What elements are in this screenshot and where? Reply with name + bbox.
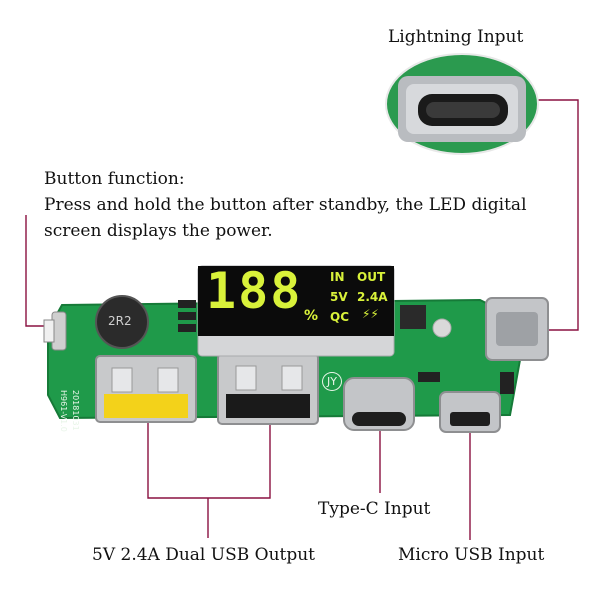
micro-usb-input-label: Micro USB Input [398, 545, 545, 565]
callout-line-dual-usb-bracket [147, 410, 271, 499]
inductor-marking: 2R2 [108, 314, 132, 328]
inductor [95, 295, 149, 349]
board-date-marking: 20181031 [71, 390, 80, 431]
typec-input-label: Type-C Input [318, 499, 431, 519]
board-model-marking: H961-V1.0 [59, 390, 68, 432]
led-bolt-icon: ⚡⚡ [362, 307, 379, 321]
button-function-heading: Button function: [44, 169, 185, 189]
jy-marking: JY [322, 372, 342, 391]
led-display [197, 265, 395, 357]
led-digits: 188 [206, 262, 303, 320]
button-function-desc-line2: screen displays the power. [44, 221, 273, 241]
button-function-annotation: Button function: Press and hold the butt… [44, 166, 584, 244]
chip [400, 305, 426, 329]
lightning-input-label: Lightning Input [388, 27, 524, 47]
led-out-label: OUT [357, 270, 386, 284]
led-amp-label: 2.4A [357, 290, 388, 304]
pcb-board [43, 295, 549, 433]
callout-lines [25, 99, 579, 540]
button-function-desc-line1: Press and hold the button after standby,… [44, 195, 527, 215]
callout-line-lightning [537, 99, 579, 331]
led-percent: % [304, 308, 319, 324]
led-volt-label: 5V [330, 290, 348, 304]
lightning-zoom-circle [385, 53, 539, 155]
dual-usb-output-label: 5V 2.4A Dual USB Output [92, 545, 316, 565]
led-qc-label: QC [330, 310, 350, 324]
callout-line-button [25, 215, 52, 327]
led-in-label: IN [330, 270, 345, 284]
